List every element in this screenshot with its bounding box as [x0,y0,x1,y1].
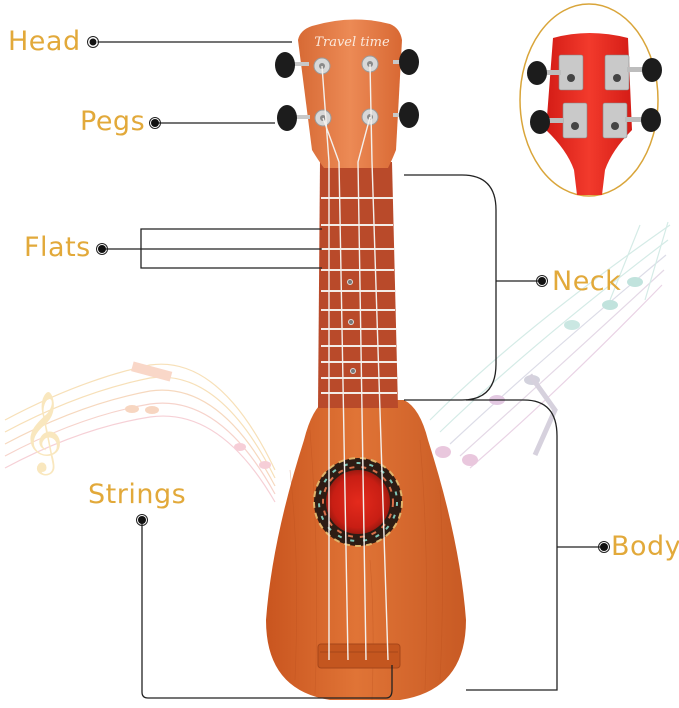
label-head: Head [8,26,81,57]
ukulele-strings [321,63,389,661]
music-notes-decoration-right [429,221,671,469]
ukulele-headstock: Travel time [275,19,419,168]
frets [321,197,397,394]
inset-headstock-back-image [519,3,662,197]
inset-peg-knob-icon [527,61,547,85]
label-flats: Flats [24,232,91,263]
ukulele-body [266,400,466,701]
label-strings: Strings [88,479,187,510]
brand-logo: Travel time [314,35,390,50]
sound-hole [326,470,390,534]
music-notes-decoration-left: 𝄞 [4,361,276,503]
leader-lines [96,41,604,699]
bridge [317,643,401,669]
leader-dots [87,36,610,553]
svg-text:𝄞: 𝄞 [22,390,63,475]
label-neck: Neck [552,266,622,297]
label-pegs: Pegs [80,106,146,137]
peg-knob-icon [275,52,295,78]
label-body: Body [611,531,679,562]
